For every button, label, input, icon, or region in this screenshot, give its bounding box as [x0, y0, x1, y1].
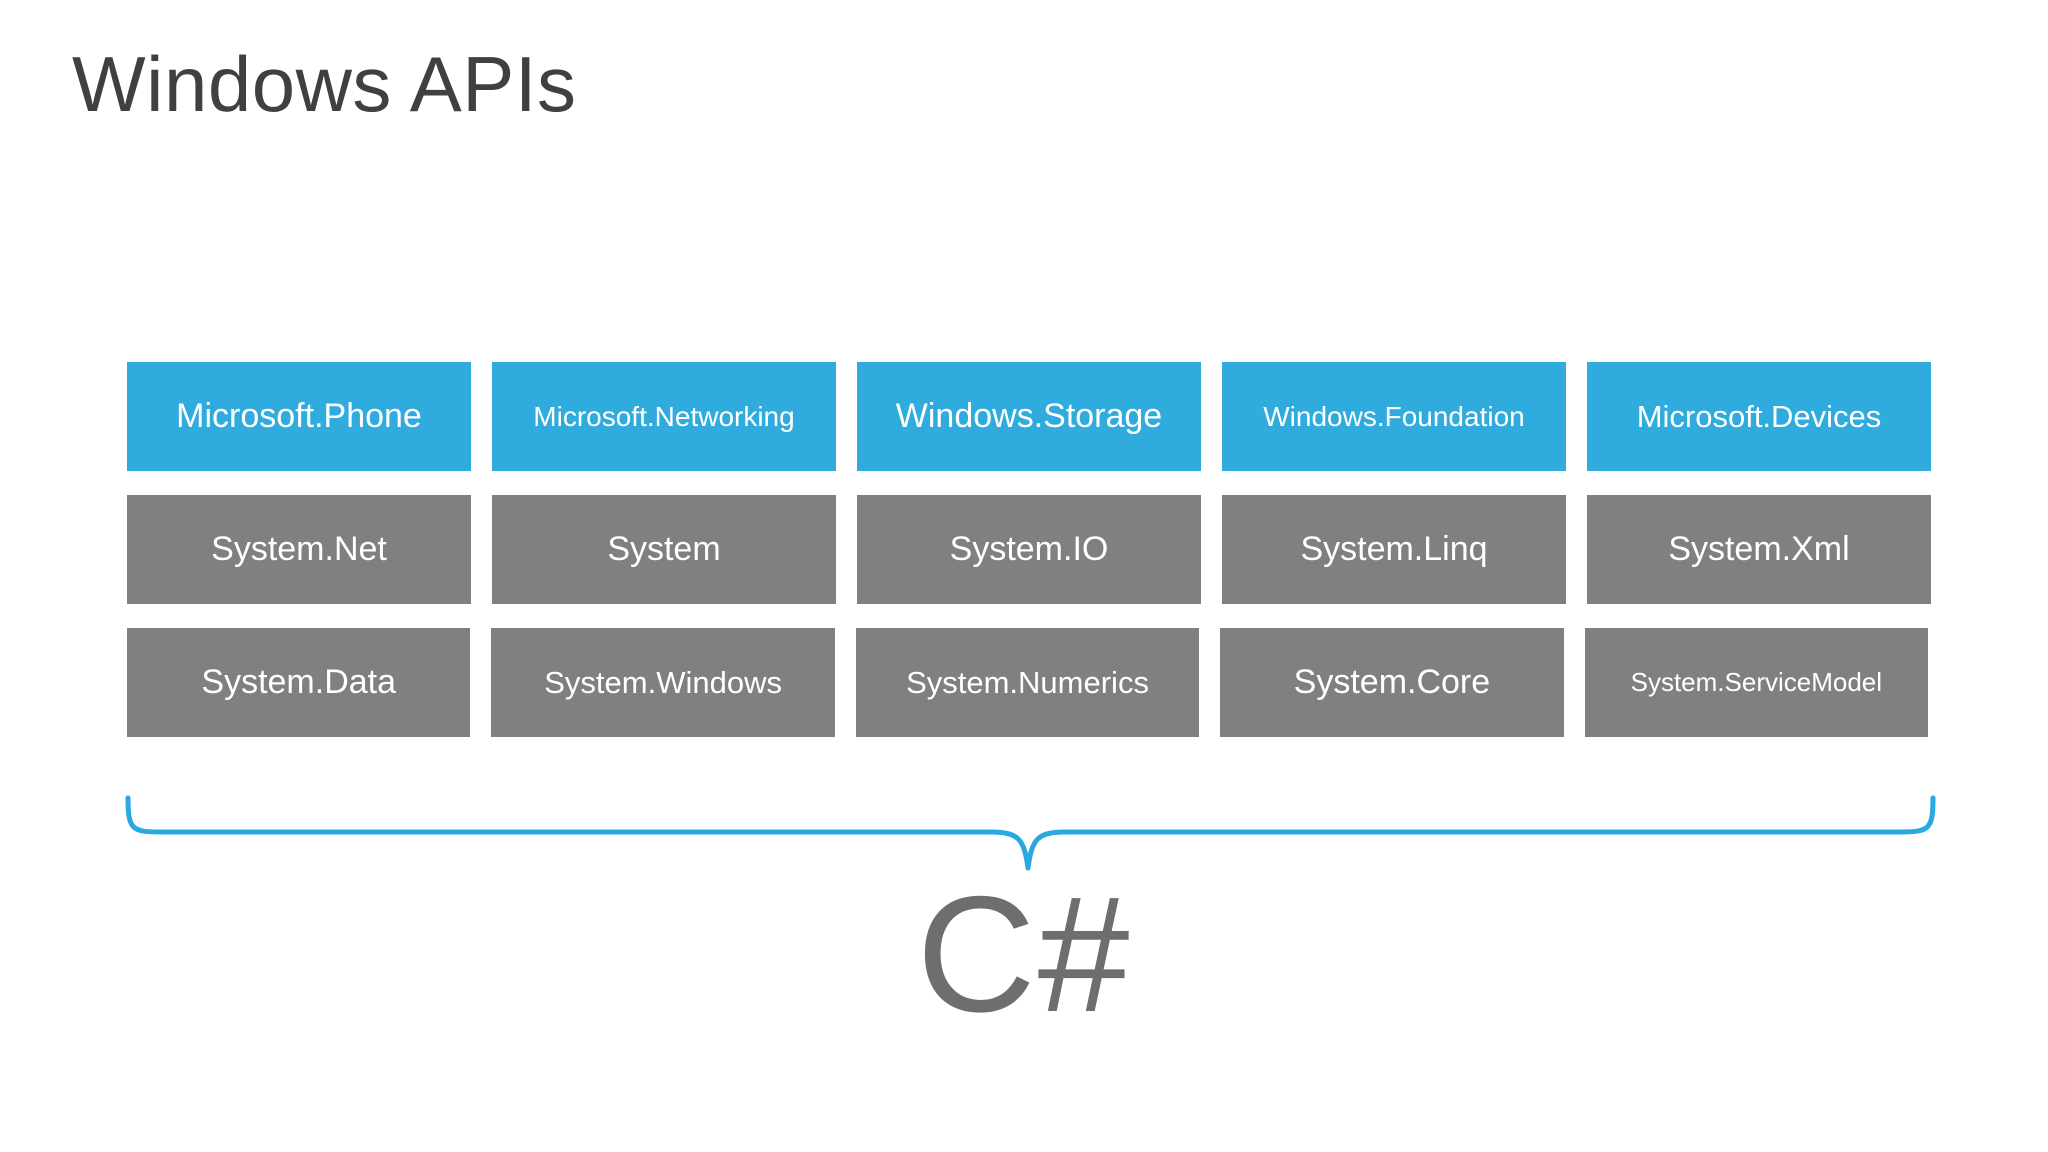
- api-box-label: System.IO: [949, 530, 1109, 568]
- page-title: Windows APIs: [72, 40, 577, 128]
- api-row-bcl-1: System.Net System System.IO System.Linq …: [127, 495, 1931, 604]
- api-box-label: Microsoft.Devices: [1636, 398, 1882, 434]
- api-box-label: System.Data: [201, 663, 397, 701]
- api-box-system-core[interactable]: System.Core: [1220, 628, 1564, 737]
- api-box-label: System.Windows: [544, 664, 782, 700]
- api-grid: Microsoft.Phone Microsoft.Networking Win…: [127, 362, 1931, 737]
- api-box-label: Windows.Foundation: [1263, 400, 1525, 432]
- api-box-label: System: [607, 530, 721, 568]
- api-box-microsoft-devices[interactable]: Microsoft.Devices: [1587, 362, 1931, 471]
- api-box-label: System.Net: [211, 530, 387, 568]
- api-box-system-numerics[interactable]: System.Numerics: [855, 628, 1200, 737]
- api-box-microsoft-phone[interactable]: Microsoft.Phone: [127, 362, 471, 471]
- api-box-system-data[interactable]: System.Data: [127, 628, 471, 737]
- api-box-microsoft-networking[interactable]: Microsoft.Networking: [492, 362, 836, 471]
- api-box-system-linq[interactable]: System.Linq: [1222, 495, 1566, 604]
- api-row-winrt: Microsoft.Phone Microsoft.Networking Win…: [127, 362, 1931, 471]
- api-box-system-io[interactable]: System.IO: [857, 495, 1201, 604]
- api-box-label: System.Xml: [1668, 530, 1850, 568]
- api-box-label: Microsoft.Networking: [533, 400, 795, 432]
- api-box-system-xml[interactable]: System.Xml: [1587, 495, 1931, 604]
- csharp-wordmark: C#: [916, 862, 1132, 1046]
- api-box-system-net[interactable]: System.Net: [127, 495, 471, 604]
- api-box-label: System.ServiceModel: [1630, 667, 1883, 697]
- api-box-system[interactable]: System: [492, 495, 836, 604]
- api-box-system-windows[interactable]: System.Windows: [491, 628, 835, 737]
- api-box-label: Microsoft.Phone: [176, 397, 422, 435]
- api-row-bcl-2: System.Data System.Windows System.Numeri…: [127, 628, 1931, 737]
- api-box-label: Windows.Storage: [895, 397, 1163, 435]
- api-box-label: System.Linq: [1300, 530, 1488, 568]
- api-box-windows-storage[interactable]: Windows.Storage: [857, 362, 1201, 471]
- api-box-label: System.Numerics: [906, 664, 1149, 700]
- api-box-system-servicemodel[interactable]: System.ServiceModel: [1584, 628, 1929, 737]
- api-box-windows-foundation[interactable]: Windows.Foundation: [1222, 362, 1566, 471]
- api-box-label: System.Core: [1293, 663, 1491, 701]
